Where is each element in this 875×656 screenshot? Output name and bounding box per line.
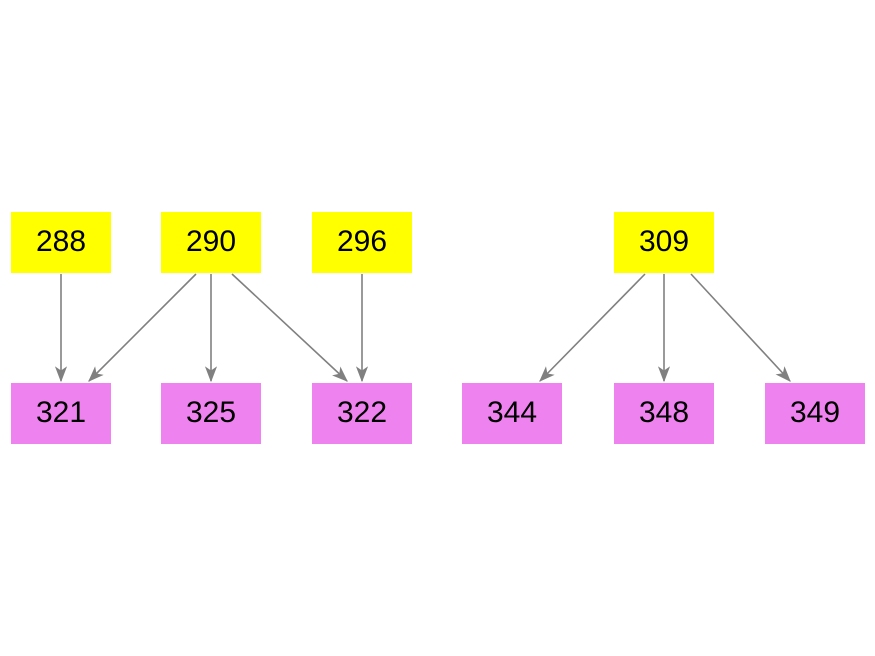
graph-node-label: 348 [638, 395, 690, 429]
graph-node-348[interactable]: 348 [614, 383, 714, 444]
graph-edge-290-to-322 [231, 273, 348, 382]
graph-node-349[interactable]: 349 [765, 383, 865, 444]
graph-node-label: 344 [486, 395, 538, 429]
graph-node-label: 322 [336, 395, 388, 429]
graph-node-309[interactable]: 309 [614, 212, 714, 273]
graph-node-296[interactable]: 296 [312, 212, 412, 273]
graph-node-344[interactable]: 344 [462, 383, 562, 444]
graph-node-322[interactable]: 322 [312, 383, 412, 444]
graph-edge-290-to-321 [88, 273, 197, 382]
graph-node-label: 296 [336, 224, 388, 258]
graph-edge-309-to-349 [690, 273, 791, 382]
graph-node-288[interactable]: 288 [11, 212, 111, 273]
graph-node-290[interactable]: 290 [161, 212, 261, 273]
graph-node-321[interactable]: 321 [11, 383, 111, 444]
graph-edge-309-to-344 [539, 273, 646, 382]
graph-node-label: 349 [789, 395, 841, 429]
graph-node-label: 309 [638, 224, 690, 258]
graph-node-325[interactable]: 325 [161, 383, 261, 444]
graph-node-label: 321 [35, 395, 87, 429]
graph-node-label: 288 [35, 224, 87, 258]
graph-node-label: 325 [185, 395, 237, 429]
edges-group [54, 273, 791, 383]
graph-node-label: 290 [185, 224, 237, 258]
